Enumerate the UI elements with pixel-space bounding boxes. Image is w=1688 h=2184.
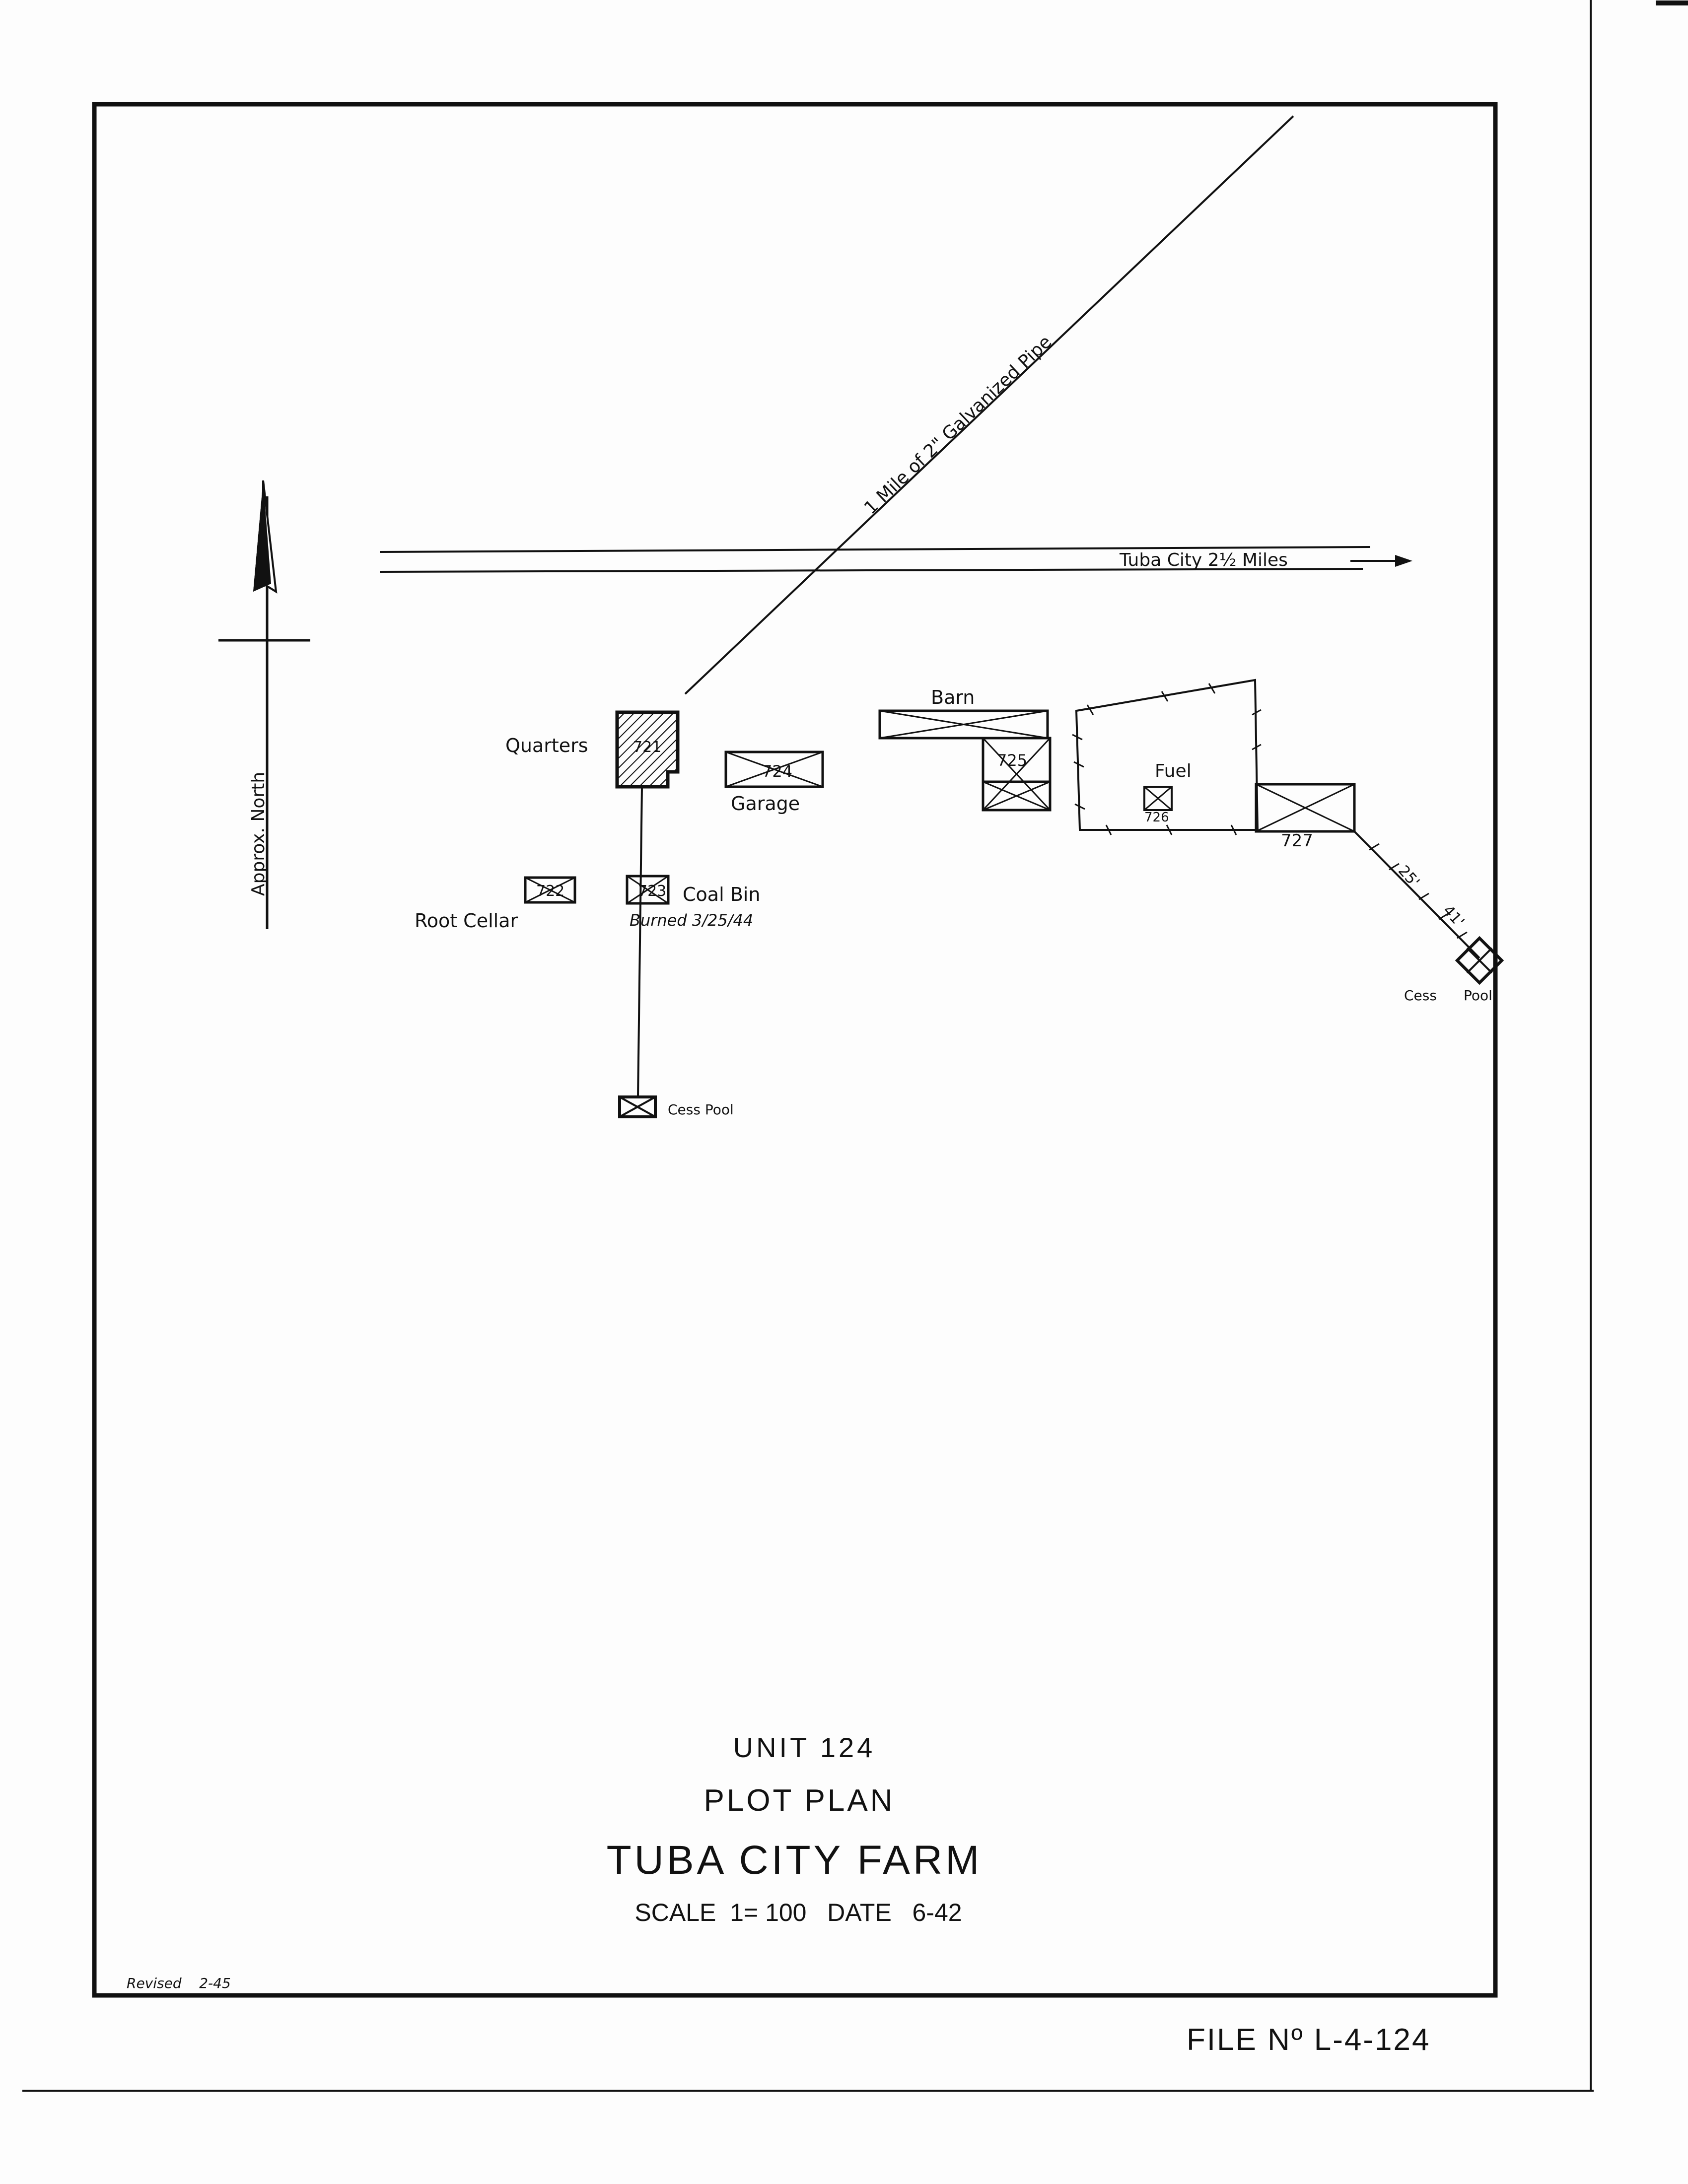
building-723-number: 723 bbox=[638, 883, 666, 900]
building-725-barn: Barn 725 bbox=[878, 686, 1052, 812]
building-721-quarters: 721 Quarters bbox=[505, 710, 680, 789]
north-arrow: Approx. North bbox=[218, 480, 310, 929]
dim-25-label: 25' bbox=[1395, 862, 1423, 891]
road-label: Tuba City 2½ Miles bbox=[1119, 550, 1288, 570]
building-723-coal-bin: 723 Coal Bin Burned 3/25/44 bbox=[626, 875, 760, 930]
building-724-garage: 724 Garage bbox=[724, 751, 824, 815]
plan-label: PLOT PLAN bbox=[703, 1783, 895, 1818]
unit-label: UNIT 124 bbox=[733, 1732, 876, 1763]
barn-label: Barn bbox=[931, 686, 975, 708]
pipe-label: 1 Mile of 2" Galvanized Pipe bbox=[860, 332, 1055, 518]
revised-note: Revised 2-45 bbox=[127, 1975, 231, 1991]
building-727-number: 727 bbox=[1281, 831, 1313, 851]
fuel-label: Fuel bbox=[1155, 761, 1192, 781]
building-727: 727 bbox=[1255, 783, 1356, 851]
building-722-number: 722 bbox=[536, 883, 564, 900]
drawing-border bbox=[92, 102, 1498, 1998]
building-725-number: 725 bbox=[997, 751, 1027, 770]
road: Tuba City 2½ Miles bbox=[379, 546, 1412, 573]
building-726: 726 bbox=[1143, 786, 1173, 825]
cess-pool-south-label: Cess Pool bbox=[668, 1101, 734, 1118]
title-block: UNIT 124 PLOT PLAN TUBA CITY FARM SCALE … bbox=[127, 1732, 983, 1991]
file-number: FILE Nº L-4-124 bbox=[1187, 2023, 1431, 2057]
scale-date-label: SCALE 1= 100 DATE 6-42 bbox=[634, 1899, 962, 1926]
sewer-line-quarters bbox=[637, 786, 643, 1097]
sewer-line-727: 25' 41' bbox=[1353, 830, 1480, 959]
north-label: Approx. North bbox=[248, 772, 269, 896]
cess-pool-east-label-1: Cess bbox=[1404, 987, 1437, 1004]
water-pipe: 1 Mile of 2" Galvanized Pipe bbox=[684, 115, 1294, 695]
building-721-number: 721 bbox=[633, 739, 661, 756]
cess-pool-south: Cess Pool bbox=[618, 1095, 734, 1118]
building-722-root-cellar: 722 Root Cellar bbox=[415, 876, 576, 932]
burned-note: Burned 3/25/44 bbox=[630, 911, 753, 930]
farm-name-label: TUBA CITY FARM bbox=[607, 1838, 983, 1883]
quarters-label: Quarters bbox=[505, 735, 588, 756]
root-cellar-label: Root Cellar bbox=[415, 910, 518, 932]
building-726-number: 726 bbox=[1144, 810, 1169, 825]
dim-41-label: 41' bbox=[1439, 902, 1468, 931]
cess-pool-east-label-2: Pool bbox=[1464, 987, 1492, 1004]
building-724-number: 724 bbox=[762, 762, 792, 781]
coal-bin-label: Coal Bin bbox=[683, 884, 760, 905]
cess-pool-east: Cess Pool bbox=[1404, 936, 1504, 1004]
garage-label: Garage bbox=[731, 793, 800, 815]
